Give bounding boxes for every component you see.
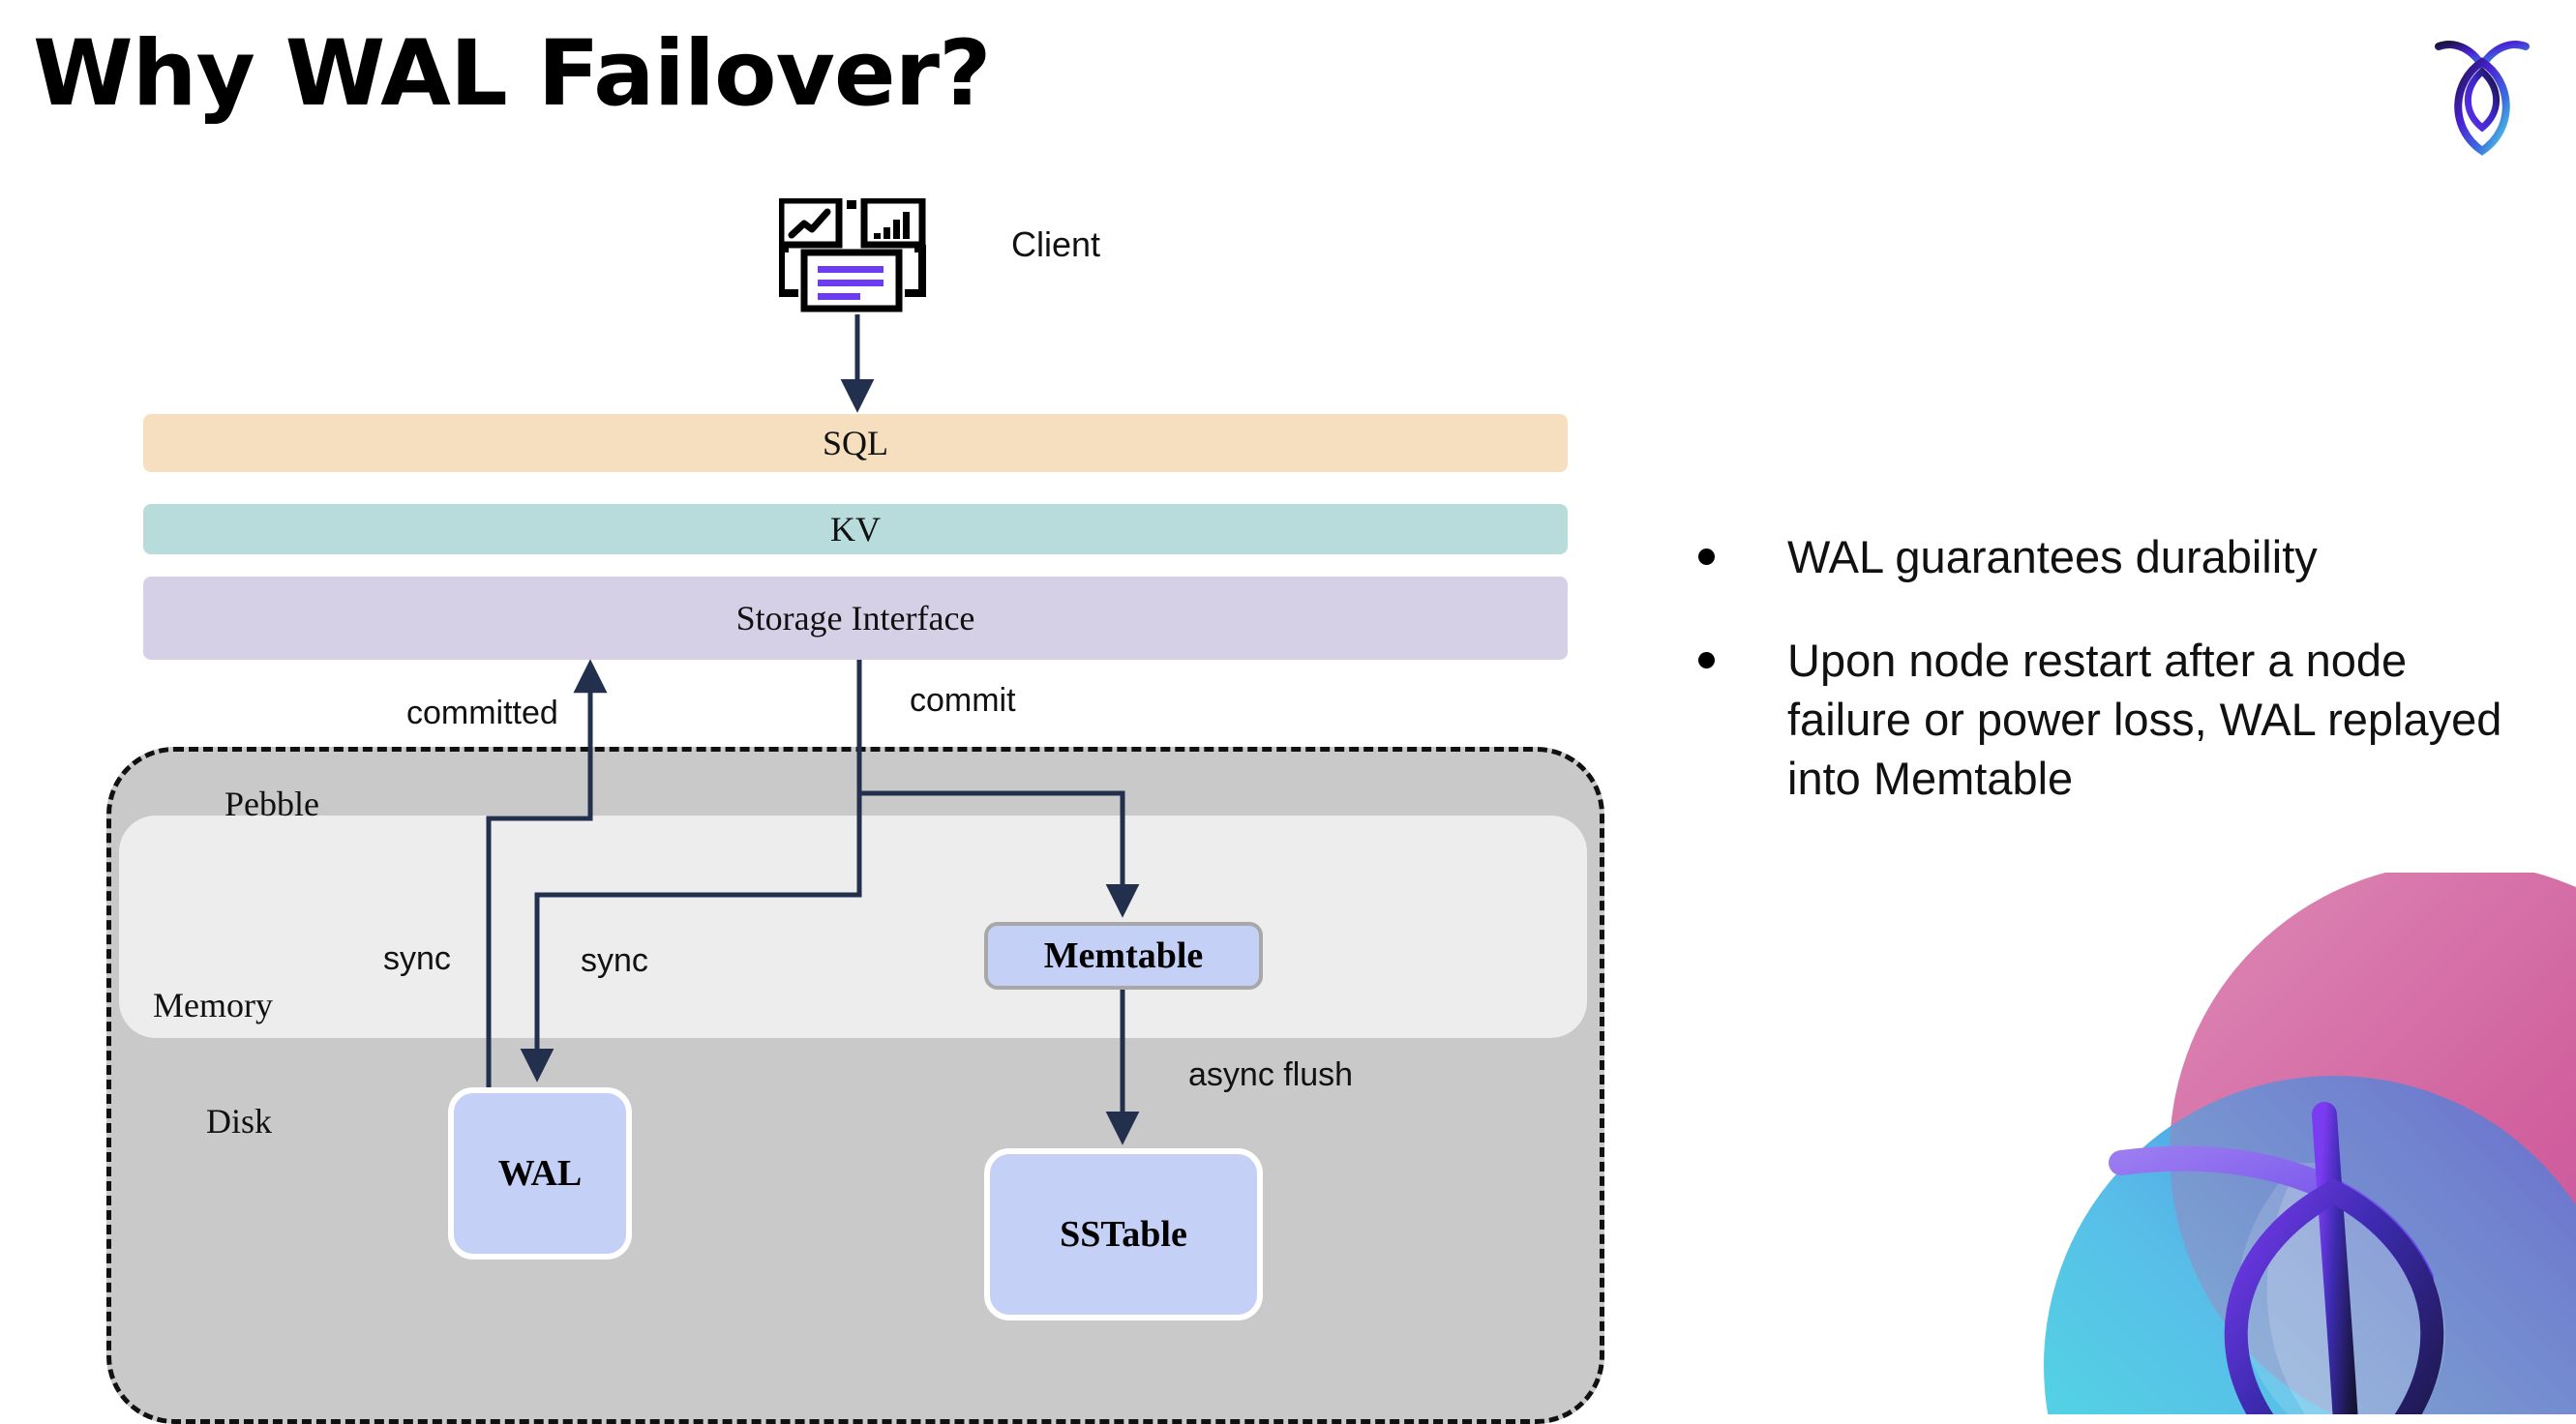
bullet-list: WAL guarantees durability Upon node rest… — [1698, 527, 2521, 852]
node-wal: WAL — [448, 1087, 632, 1260]
node-label-sstable: SSTable — [1060, 1214, 1187, 1255]
edge-label-sync-2: sync — [581, 942, 648, 979]
bullet-dot-icon — [1698, 652, 1715, 669]
edge-label-committed: committed — [406, 695, 558, 731]
node-label-memtable: Memtable — [1043, 935, 1204, 976]
memory-region — [119, 816, 1587, 1038]
bullet-text: Upon node restart after a node failure o… — [1787, 635, 2502, 805]
architecture-diagram: Client SQL KV Storage Interface Pebble M… — [106, 196, 1604, 1424]
layer-bar-sql: SQL — [143, 414, 1568, 472]
list-item: WAL guarantees durability — [1698, 527, 2521, 586]
overlapping-circles-decoration — [1879, 873, 2576, 1414]
bullet-dot-icon — [1698, 549, 1715, 565]
layer-label-kv: KV — [830, 510, 881, 549]
layer-label-sql: SQL — [822, 424, 888, 462]
list-item: Upon node restart after a node failure o… — [1698, 631, 2521, 808]
page-title: Why WAL Failover? — [33, 21, 992, 127]
layer-label-storage: Storage Interface — [735, 599, 975, 638]
layer-bar-kv: KV — [143, 504, 1568, 554]
edge-label-async-flush: async flush — [1188, 1056, 1354, 1093]
disk-label: Disk — [206, 1102, 273, 1141]
node-label-wal: WAL — [497, 1153, 583, 1194]
node-memtable: Memtable — [984, 922, 1263, 990]
cockroachdb-logo-icon — [2419, 27, 2545, 158]
client-label: Client — [1011, 224, 1101, 264]
layer-bar-storage: Storage Interface — [143, 577, 1568, 660]
memory-label: Memory — [153, 986, 273, 1024]
bullet-text: WAL guarantees durability — [1787, 531, 2318, 582]
edge-label-sync-1: sync — [383, 940, 451, 977]
node-sstable: SSTable — [984, 1148, 1263, 1320]
pebble-label: Pebble — [225, 785, 319, 823]
client-dashboard-icon — [777, 196, 934, 314]
edge-label-commit: commit — [910, 682, 1016, 719]
